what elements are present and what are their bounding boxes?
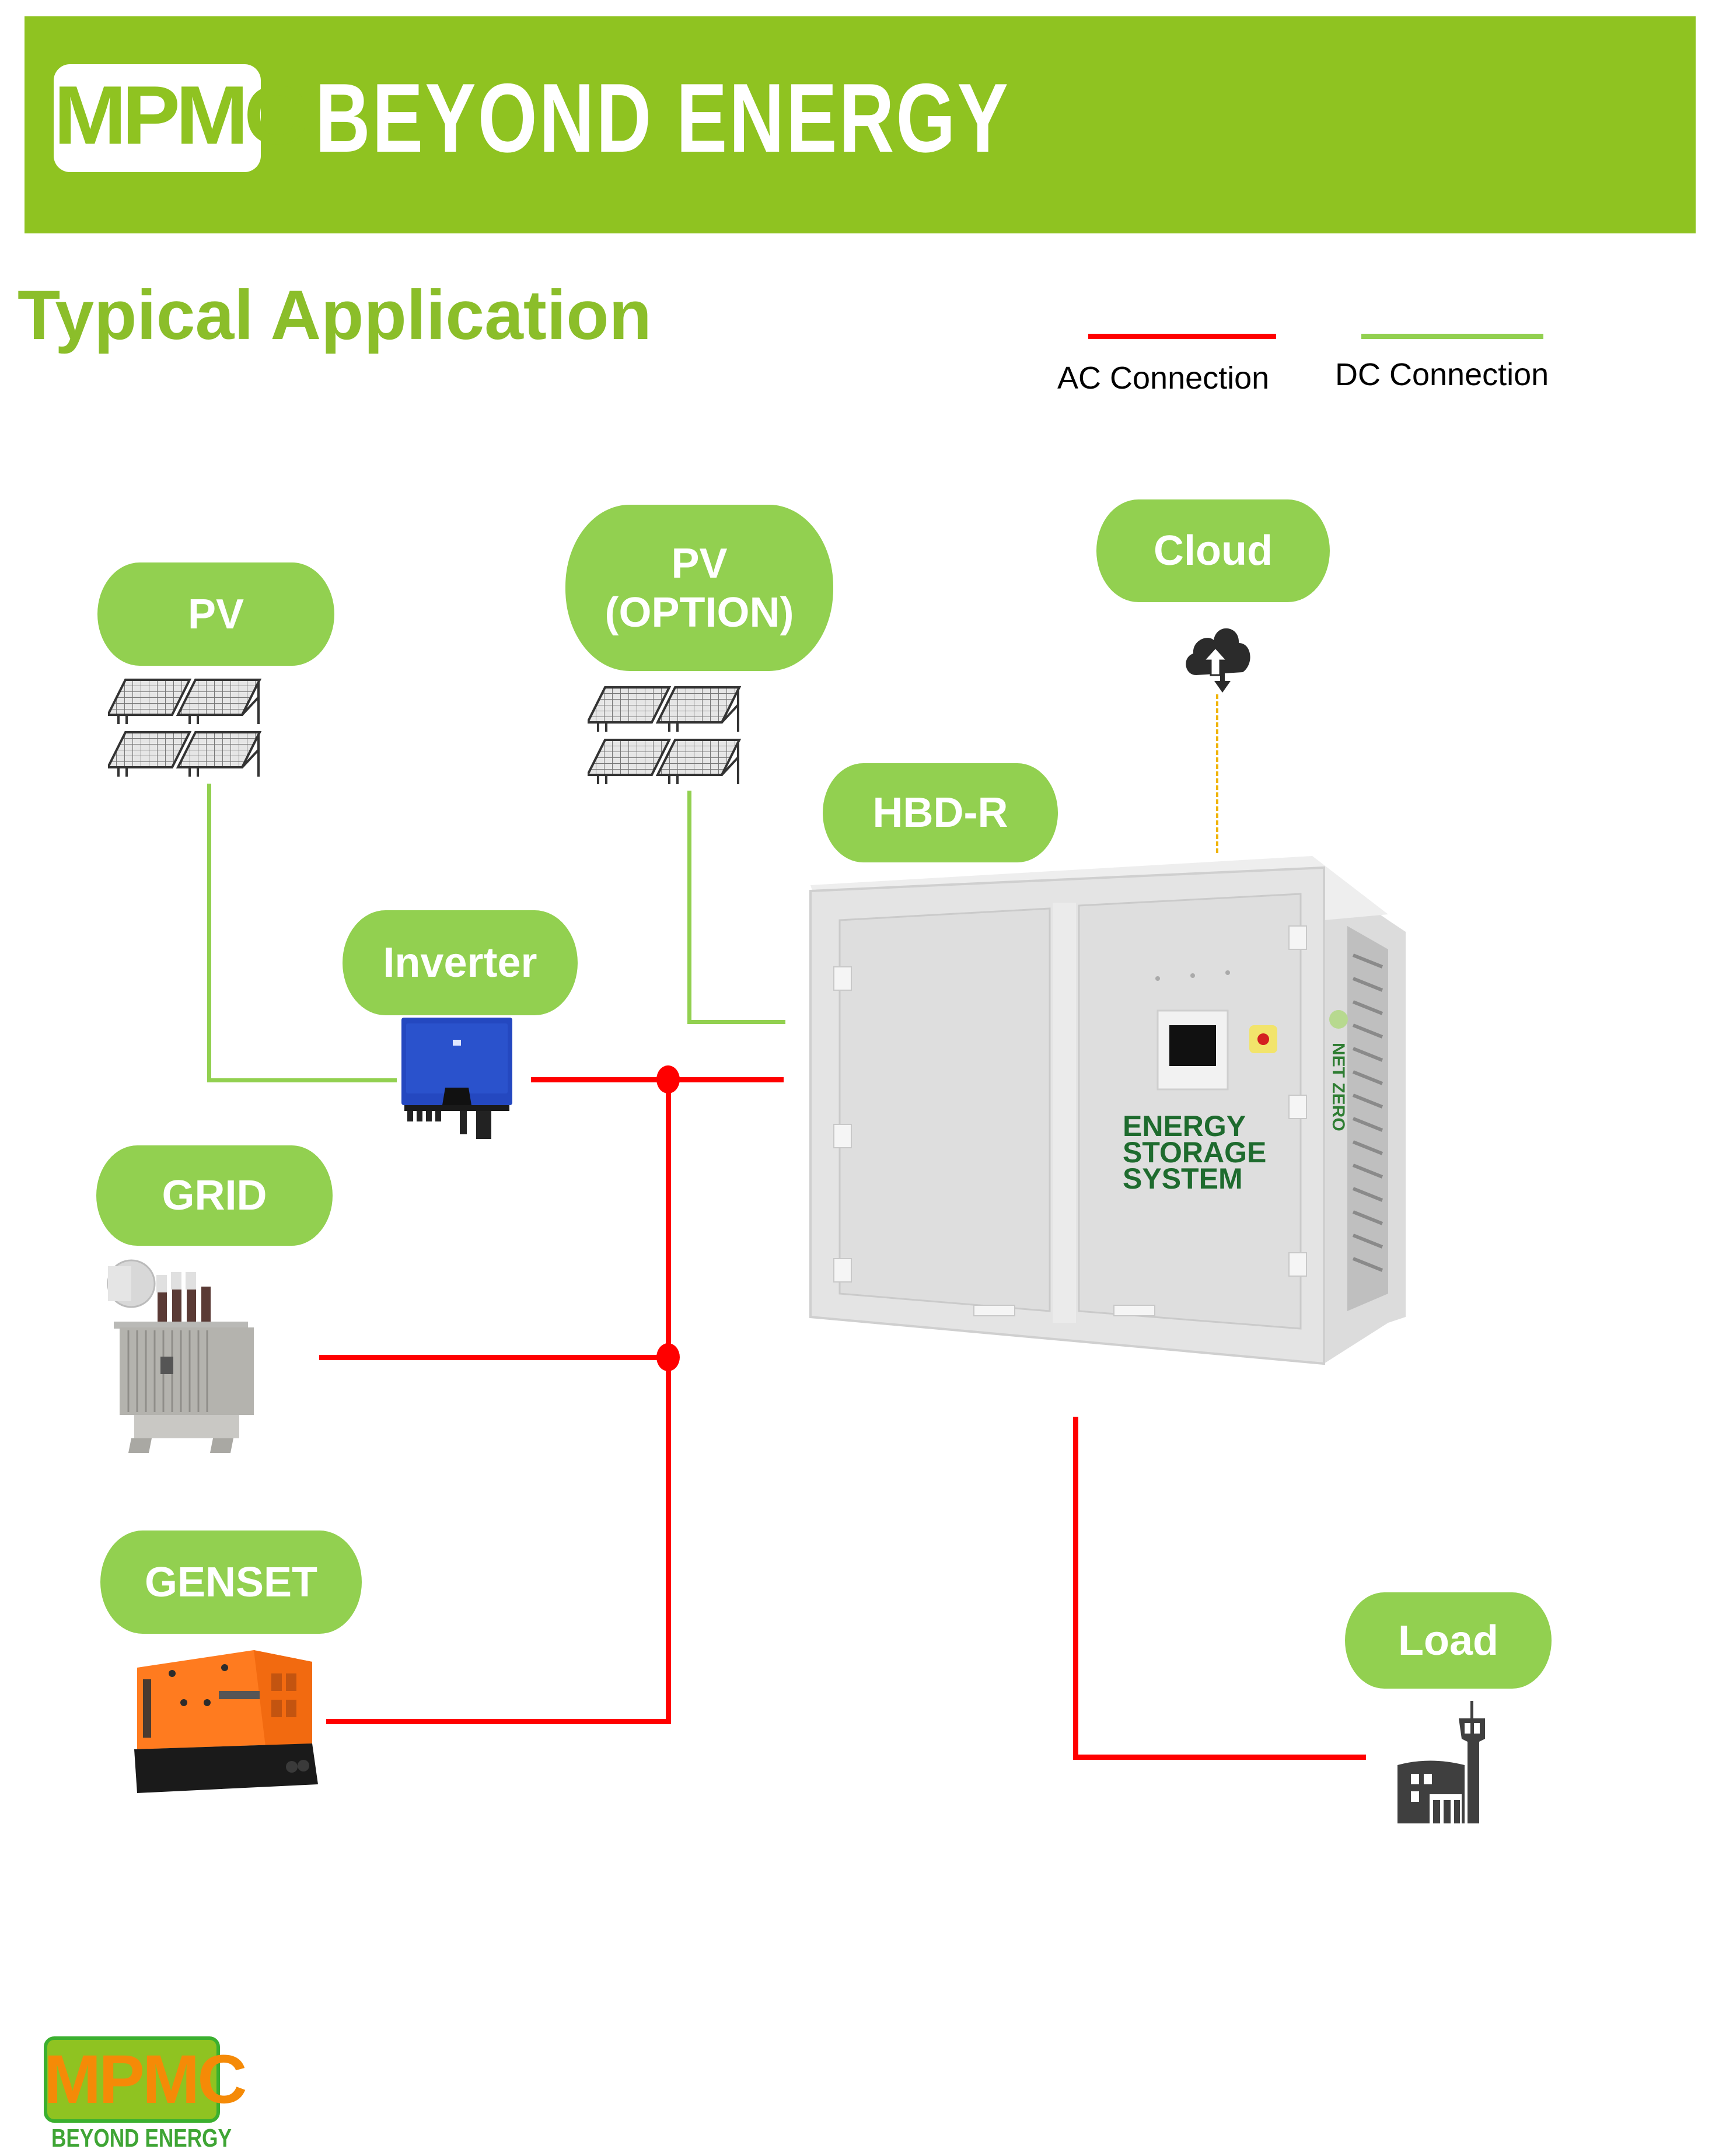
node-grid-label: GRID: [162, 1172, 267, 1219]
legend-ac-swatch: [1088, 334, 1276, 339]
ess-label-line1: ENERGY: [1123, 1110, 1246, 1142]
ac-wire-load-horizontal: [1073, 1755, 1366, 1760]
node-genset-label: GENSET: [144, 1559, 318, 1606]
header-tagline: BEYOND ENERGY: [315, 63, 1010, 173]
node-inverter[interactable]: Inverter: [343, 910, 578, 1015]
node-cloud-label: Cloud: [1154, 527, 1273, 574]
ac-junction-dot: [656, 1343, 680, 1371]
building-icon: [1397, 1701, 1485, 1823]
header-banner: [25, 16, 1696, 233]
ess-brand-label: NET ZERO: [1329, 1043, 1348, 1131]
ac-wire-load-vertical: [1073, 1417, 1078, 1760]
node-load-label: Load: [1398, 1617, 1498, 1664]
node-pv-option-label-1: PV: [671, 540, 728, 587]
footer-tagline: BEYOND ENERGY: [51, 2124, 232, 2152]
node-hbd-r-label: HBD-R: [872, 789, 1008, 836]
dc-wire-pvoption-to-ess: [687, 1020, 785, 1024]
node-pv-option-label-2: (OPTION): [605, 589, 794, 636]
node-cloud[interactable]: Cloud: [1096, 499, 1330, 602]
dc-wire-pv-to-inverter: [207, 1078, 397, 1082]
node-pv[interactable]: PV: [97, 562, 334, 666]
page-title: Typical Application: [18, 276, 652, 354]
dc-wire-pv-vertical: [207, 784, 211, 1082]
generator-icon: [134, 1650, 318, 1793]
header-logo-badge: [54, 64, 261, 172]
ess-label-line2: STORAGE: [1123, 1136, 1266, 1169]
energy-storage-container[interactable]: ENERGY STORAGE SYSTEM NET ZERO: [805, 850, 1482, 1387]
cloud-comm-link: [1216, 694, 1218, 853]
inverter-icon: [401, 1018, 512, 1139]
ac-wire-genset: [326, 1719, 671, 1724]
legend-ac-label: AC Connection: [1057, 361, 1270, 396]
node-inverter-label: Inverter: [383, 939, 537, 986]
ac-bus-vertical: [666, 1079, 671, 1724]
legend-dc-label: DC Connection: [1335, 357, 1549, 392]
node-pv-option[interactable]: PV (OPTION): [565, 505, 833, 671]
node-genset[interactable]: GENSET: [100, 1530, 362, 1634]
legend-dc-swatch: [1361, 334, 1543, 339]
transformer-icon: [107, 1259, 254, 1453]
solar-panel-icon: [588, 686, 742, 784]
cloud-sync-icon: [1186, 628, 1250, 693]
dc-wire-pvoption-vertical: [687, 791, 691, 1024]
ac-junction-dot: [656, 1065, 680, 1093]
header-logo-text: MPMC: [54, 68, 307, 162]
solar-panel-icon: [108, 679, 262, 777]
node-grid[interactable]: GRID: [96, 1145, 333, 1246]
brand-leaf-icon: [1329, 1010, 1348, 1029]
ess-label-line3: SYSTEM: [1123, 1162, 1243, 1195]
footer-logo-text: MPMC: [44, 2041, 247, 2118]
node-pv-label: PV: [187, 590, 244, 638]
ac-wire-grid: [319, 1355, 671, 1360]
node-hbd-r[interactable]: HBD-R: [823, 763, 1058, 862]
node-load[interactable]: Load: [1345, 1592, 1552, 1689]
footer-logo-badge: [44, 2036, 220, 2123]
